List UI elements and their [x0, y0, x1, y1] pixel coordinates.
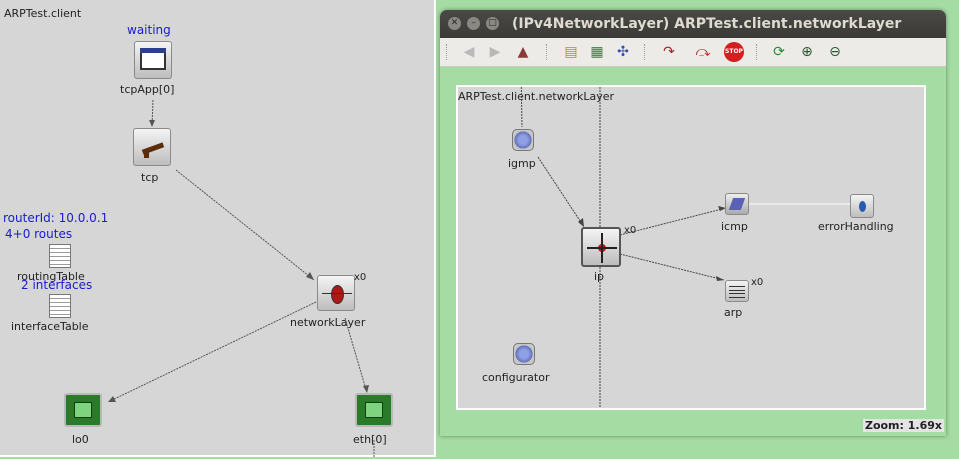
stop-icon[interactable]: STOP: [724, 42, 744, 62]
lo0-nic-icon[interactable]: [64, 393, 102, 427]
routes-count-text: 4+0 routes: [5, 227, 73, 241]
router-id-text: routerId: 10.0.0.1: [3, 211, 109, 225]
back-icon[interactable]: ◀: [463, 44, 475, 60]
igmp-label: igmp: [508, 157, 536, 170]
eth-nic-icon[interactable]: [355, 393, 393, 427]
canvas-title: ARPTest.client: [4, 7, 82, 20]
ip-label: ip: [594, 270, 605, 283]
zoom-in-icon[interactable]: ⊕: [801, 44, 813, 60]
lo0-label: lo0: [72, 433, 89, 446]
networklayer-badge: x0: [354, 272, 367, 283]
tcp-module-icon[interactable]: [133, 128, 171, 166]
configurator-module-icon[interactable]: [513, 343, 535, 365]
frame-title: ARPTest.client.networkLayer: [458, 90, 615, 103]
close-icon[interactable]: ✕: [448, 17, 461, 30]
configurator-label: configurator: [482, 371, 550, 384]
network-layer-canvas: ARPTest.client.networkLayer igmp: [440, 67, 946, 436]
left-connections: [107, 99, 375, 457]
interfacetable-module-icon[interactable]: [49, 294, 71, 318]
inspector-toolbar: ◀ ▶ ▲ ▤ ▦ ✣ ↷ ⤼ STOP ⟳ ⊕ ⊖: [440, 38, 946, 67]
icmp-label: icmp: [721, 220, 748, 233]
new-inspector-icon[interactable]: ▤: [564, 44, 578, 60]
toolbar-separator: [756, 44, 759, 60]
igmp-module-icon[interactable]: [512, 129, 534, 151]
arp-label: arp: [724, 306, 743, 319]
toolbar-separator: [644, 44, 647, 60]
fast-run-icon[interactable]: ⤼: [695, 44, 711, 60]
tcpapp-label: tcpApp[0]: [120, 83, 175, 96]
routingtable-module-icon[interactable]: [49, 244, 71, 268]
ip-module-icon[interactable]: [581, 227, 621, 267]
networklayer-label: networkLayer: [290, 316, 366, 329]
compound-module-frame: ARPTest.client.networkLayer igmp: [456, 85, 926, 410]
inspect-icon[interactable]: ▦: [590, 44, 604, 60]
tcpapp-module-icon[interactable]: [134, 41, 172, 79]
arp-module-icon[interactable]: [725, 280, 749, 302]
parent-icon[interactable]: ▲: [517, 44, 529, 60]
arp-badge: x0: [751, 277, 764, 288]
icmp-module-icon[interactable]: [725, 193, 749, 215]
eth-label: eth[0]: [353, 433, 387, 446]
tcp-label: tcp: [141, 171, 159, 184]
status-waiting-text: waiting: [127, 23, 171, 37]
ip-badge: x0: [624, 225, 637, 236]
networklayer-module-icon[interactable]: [317, 275, 355, 311]
routingtable-label: routingTable: [17, 270, 85, 283]
errorhandling-label: errorHandling: [818, 220, 894, 233]
refresh-icon[interactable]: ⟳: [773, 44, 785, 60]
zoom-level-indicator: Zoom: 1.69x: [862, 419, 944, 432]
interfaces-count-text: 2 interfaces: [21, 278, 93, 292]
window-title: (IPv4NetworkLayer) ARPTest.client.networ…: [512, 16, 902, 32]
left-module-canvas: ARPTest.client waiting tcpApp[0] tcp rou…: [0, 0, 436, 457]
minimize-icon[interactable]: –: [467, 17, 480, 30]
forward-icon[interactable]: ▶: [489, 44, 501, 60]
window-titlebar[interactable]: ✕ – □ (IPv4NetworkLayer) ARPTest.client.…: [440, 10, 946, 38]
network-layer-inspector-window: ✕ – □ (IPv4NetworkLayer) ARPTest.client.…: [440, 10, 946, 436]
toolbar-separator: [446, 44, 449, 60]
zoom-out-icon[interactable]: ⊖: [829, 44, 841, 60]
toolbar-separator: [546, 44, 549, 60]
interfacetable-label: interfaceTable: [11, 320, 89, 333]
errorhandling-module-icon[interactable]: [850, 194, 874, 218]
layout-icon[interactable]: ✣: [617, 44, 629, 60]
maximize-icon[interactable]: □: [486, 17, 499, 30]
run-icon[interactable]: ↷: [663, 44, 675, 60]
